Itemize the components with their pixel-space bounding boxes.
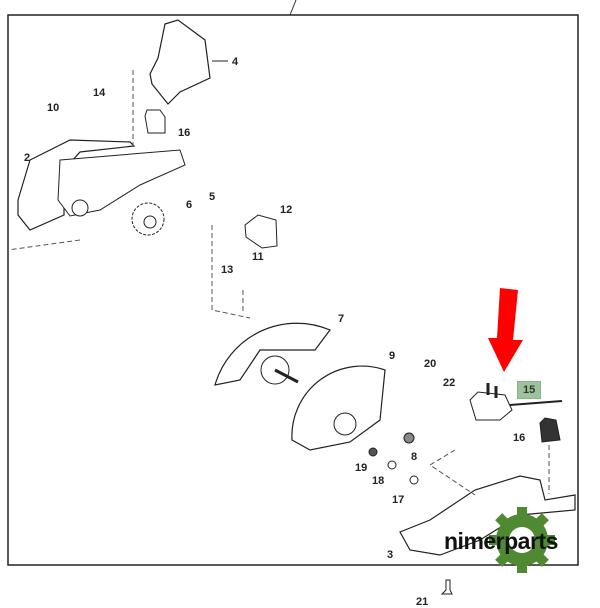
callout-22: 22 xyxy=(443,377,456,389)
callout-15-highlighted: 15 xyxy=(517,381,542,399)
callout-18: 18 xyxy=(372,475,385,487)
callout-16-right: 16 xyxy=(513,432,526,444)
callout-5: 5 xyxy=(209,191,216,203)
callout-7: 7 xyxy=(338,313,345,325)
red-arrow-icon xyxy=(488,288,523,372)
callout-16-top: 16 xyxy=(178,127,191,139)
callout-8: 8 xyxy=(411,451,418,463)
callout-2: 2 xyxy=(24,152,31,164)
callout-17: 17 xyxy=(392,494,405,506)
watermark-text: nimerparts xyxy=(444,528,558,554)
callout-6: 6 xyxy=(186,199,193,211)
gear-icon xyxy=(489,507,555,573)
callout-12: 12 xyxy=(280,204,293,216)
callout-14: 14 xyxy=(93,87,106,99)
callout-3: 3 xyxy=(387,549,394,561)
callout-11: 11 xyxy=(252,251,264,263)
callout-21: 21 xyxy=(416,596,429,608)
callout-20: 20 xyxy=(424,358,437,370)
callout-4: 4 xyxy=(232,56,239,68)
callout-10: 10 xyxy=(47,102,60,114)
callout-13: 13 xyxy=(221,264,234,276)
callout-19: 19 xyxy=(355,462,368,474)
callout-9: 9 xyxy=(389,350,396,362)
